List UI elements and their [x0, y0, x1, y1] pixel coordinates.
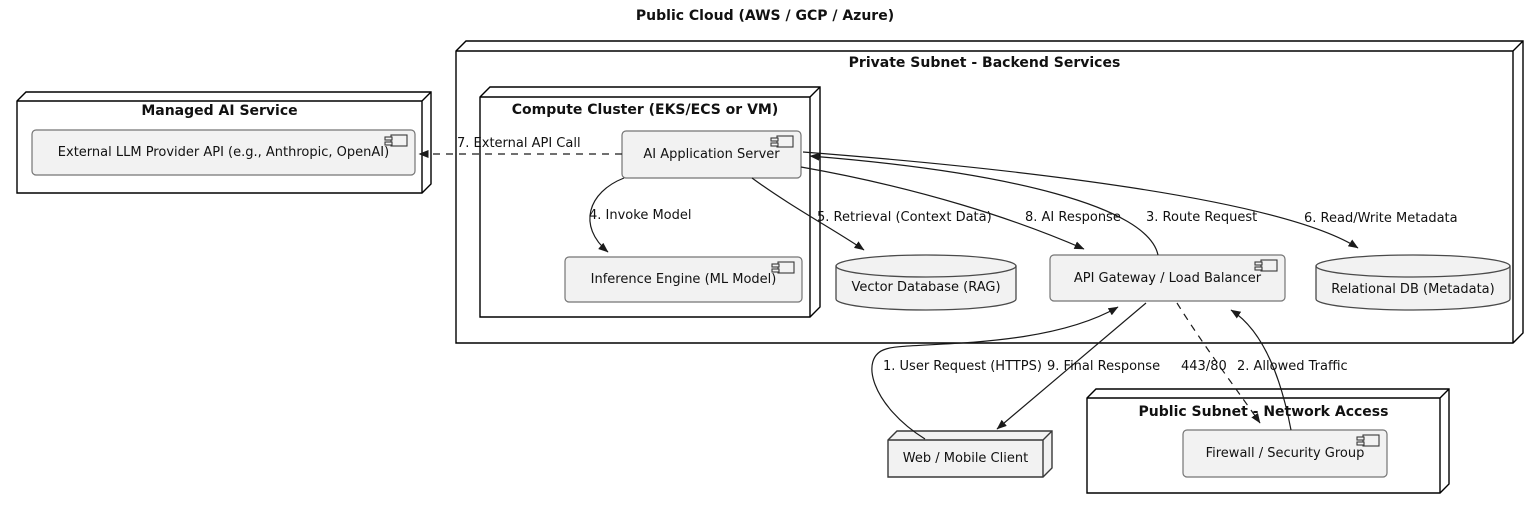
- edge-retrieval: [751, 177, 865, 251]
- edge-label-route-request: 3. Route Request: [1146, 210, 1258, 225]
- edge-read-write-metadata: [802, 151, 1359, 249]
- firewall-box: [1182, 429, 1388, 478]
- relational-db-cylinder: [1315, 254, 1511, 311]
- edge-ports-443-80: [1176, 302, 1261, 424]
- web-client-node: [887, 430, 1053, 478]
- edge-label-ports: 443/80: [1181, 359, 1227, 374]
- vector-db-label: Vector Database (RAG): [851, 279, 1001, 295]
- api-gateway-box: [1049, 254, 1286, 302]
- component-icon: [384, 134, 408, 147]
- external-llm-label: External LLM Provider API (e.g., Anthrop…: [57, 145, 390, 160]
- web-client-label: Web / Mobile Client: [902, 451, 1029, 466]
- managed-ai-service-title: Managed AI Service: [141, 103, 298, 119]
- diagram-title: Public Cloud (AWS / GCP / Azure): [635, 8, 895, 24]
- component-icon: [770, 135, 794, 148]
- edge-label-retrieval: 5. Retrieval (Context Data): [817, 210, 992, 225]
- edge-user-request: [871, 306, 1119, 440]
- firewall-label: Firewall / Security Group: [1205, 446, 1365, 461]
- edge-label-read-write-metadata: 6. Read/Write Metadata: [1304, 211, 1458, 226]
- component-icon: [771, 261, 795, 274]
- edge-final-response: [996, 302, 1147, 430]
- inference-engine-box: [564, 256, 803, 303]
- vector-db-cylinder: [835, 254, 1017, 311]
- edge-allowed-traffic: [1230, 309, 1292, 431]
- compute-cluster-title: Compute Cluster (EKS/ECS or VM): [511, 102, 779, 118]
- edge-label-external-api-call: 7. External API Call: [457, 136, 581, 151]
- ai-app-server-label: AI Application Server: [643, 147, 780, 162]
- edge-invoke-model: [589, 177, 625, 253]
- component-icon: [1356, 434, 1380, 447]
- public-subnet-title: Public Subnet - Network Access: [1138, 404, 1389, 420]
- edge-label-user-request: 1. User Request (HTTPS): [883, 359, 1042, 374]
- edge-label-allowed-traffic: 2. Allowed Traffic: [1237, 359, 1348, 374]
- edge-label-ai-response: 8. AI Response: [1025, 210, 1121, 225]
- relational-db-label: Relational DB (Metadata): [1331, 281, 1495, 297]
- component-icon: [1254, 259, 1278, 272]
- edge-ai-response: [800, 166, 1085, 250]
- inference-engine-label: Inference Engine (ML Model): [590, 272, 777, 287]
- api-gateway-label: API Gateway / Load Balancer: [1073, 270, 1262, 286]
- private-subnet-title: Private Subnet - Backend Services: [848, 55, 1121, 71]
- external-llm-box: [31, 129, 416, 176]
- edge-route-request: [809, 152, 1159, 256]
- edge-label-final-response: 9. Final Response: [1047, 359, 1161, 374]
- edge-label-invoke-model: 4. Invoke Model: [589, 208, 692, 223]
